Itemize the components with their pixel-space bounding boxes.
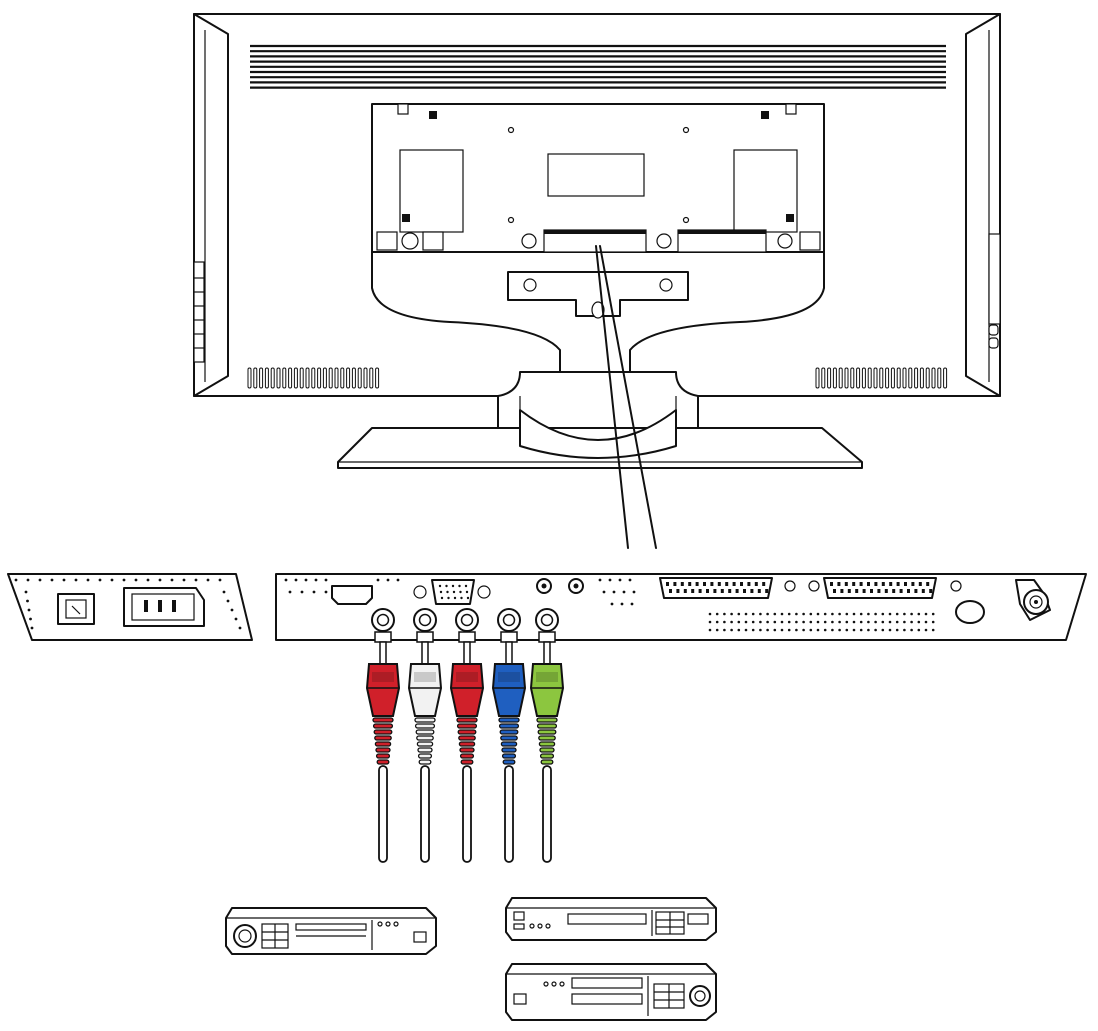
tv-right-side (965, 13, 1001, 397)
scart-port-1 (659, 577, 773, 599)
rca-cable-blue (491, 608, 527, 863)
tv-left-side (193, 13, 229, 397)
rca-cable-red (449, 608, 485, 863)
tv-top-vents (250, 44, 946, 89)
tv-side-buttons (193, 233, 1001, 363)
rca-cable-red (365, 608, 401, 863)
power-panel (7, 573, 253, 641)
connector-panel (275, 573, 1087, 641)
rca-cable-green (529, 608, 565, 863)
rca-cables (365, 608, 565, 863)
antenna-connector (1015, 579, 1051, 621)
connector-panel-vent-dots (708, 612, 935, 632)
connector-panel-dots (284, 578, 636, 606)
rca-cable-white (407, 608, 443, 863)
device-dvd-player (225, 907, 437, 955)
scart-port-2 (823, 577, 937, 599)
device-vcr (505, 897, 717, 941)
zoom-pointer-left (595, 245, 629, 549)
tv-rear-view (193, 13, 1001, 549)
hdmi-port (331, 585, 373, 605)
tv-mount-bracket (507, 271, 689, 317)
tv-connector-strip (376, 229, 821, 253)
device-cassette-deck (505, 963, 717, 1021)
tv-bottom-vents (247, 367, 948, 389)
power-panel-dots (14, 578, 242, 630)
zoom-pointer-right (599, 245, 657, 549)
